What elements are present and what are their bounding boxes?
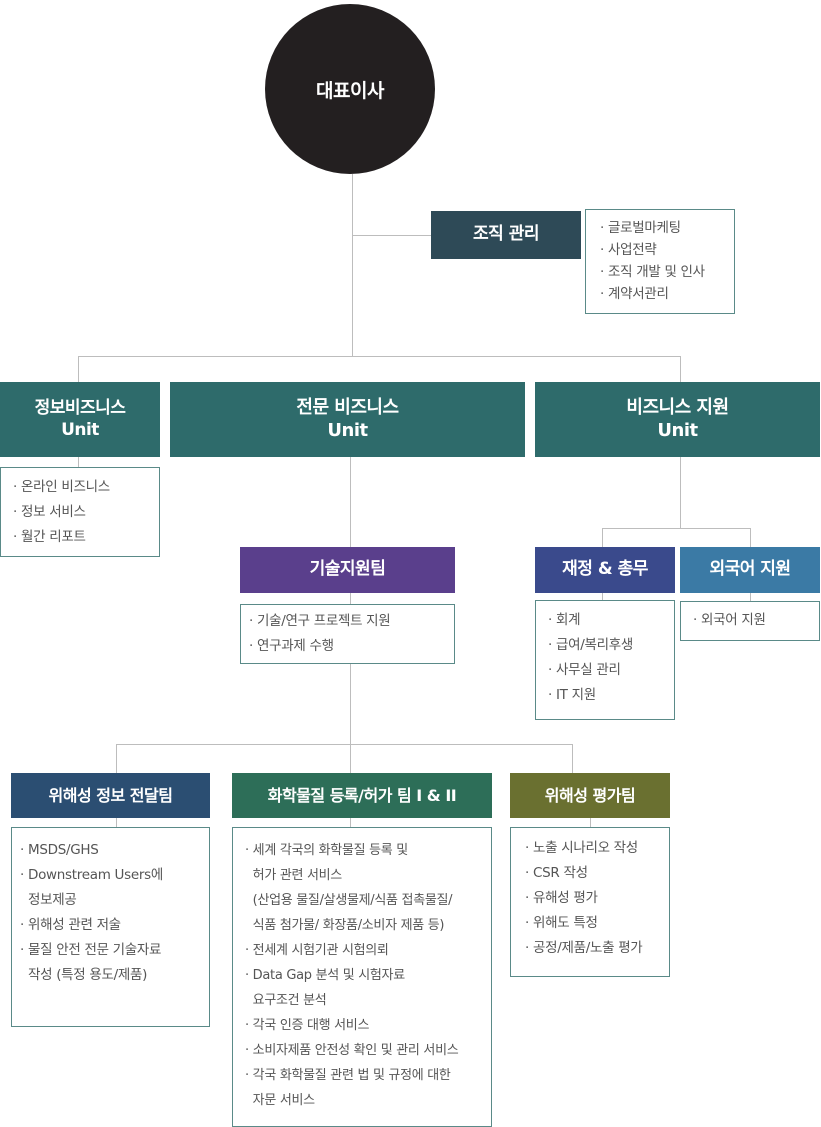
- tech-support-items: 기술/연구 프로젝트 지원연구과제 수행: [240, 604, 455, 664]
- business-support-title-line2: Unit: [657, 419, 698, 441]
- connector-support-bar: [602, 528, 751, 529]
- ceo-label: 대표이사: [316, 79, 384, 102]
- hazard-comm-items: MSDS/GHSDownstream Users에정보제공위해성 관련 저술물질…: [11, 827, 210, 1027]
- list-item: 월간 리포트: [13, 525, 159, 550]
- tech-support-header: 기술지원팀: [240, 547, 455, 593]
- list-item: IT 지원: [548, 683, 674, 708]
- org-management-items: 글로벌마케팅사업전략조직 개발 및 인사계약서관리: [585, 209, 735, 314]
- list-item: 기술/연구 프로젝트 지원: [249, 609, 454, 634]
- connector-unit-info: [78, 356, 79, 383]
- tech-support-title: 기술지원팀: [309, 559, 386, 580]
- foreign-language-items: 외국어 지원: [680, 601, 820, 641]
- hazard-eval-items: 노출 시나리오 작성CSR 작성유해성 평가위해도 특정공정/제품/노출 평가: [510, 827, 670, 977]
- list-item: Data Gap 분석 및 시험자료: [245, 963, 491, 988]
- list-item: 허가 관련 서비스: [252, 868, 343, 883]
- connector-hazard-eval-items: [590, 817, 591, 827]
- list-item: MSDS/GHS: [20, 838, 209, 863]
- list-item: 계약서관리: [600, 283, 734, 305]
- connector-units-bar: [78, 356, 681, 357]
- list-item: 정보 서비스: [13, 500, 159, 525]
- list-item: 자문 서비스: [252, 1093, 315, 1108]
- connector-teams-bar: [116, 744, 573, 745]
- list-item: Downstream Users에: [20, 863, 209, 888]
- connector-hazard-comm-items: [116, 817, 117, 827]
- foreign-language-header: 외국어 지원: [680, 547, 820, 593]
- org-management-header: 조직 관리: [431, 211, 581, 259]
- business-support-title-line1: 비즈니스 지원: [626, 397, 729, 418]
- connector-support-trunk: [680, 456, 681, 528]
- list-item: 각국 화학물질 관련 법 및 규정에 대한: [245, 1063, 491, 1088]
- list-item: 외국어 지원: [693, 608, 819, 633]
- finance-items: 회계급여/복리후생사무실 관리IT 지원: [535, 600, 675, 720]
- list-item: 세계 각국의 화학물질 등록 및: [245, 838, 491, 863]
- hazard-comm-title: 위해성 정보 전달팀: [48, 785, 173, 805]
- pro-business-title-line2: Unit: [327, 419, 368, 441]
- list-item: 식품 첨가물/ 화장품/소비자 제품 등): [252, 918, 445, 933]
- list-item: 소비자제품 안전성 확인 및 관리 서비스: [245, 1038, 491, 1063]
- list-item: CSR 작성: [525, 861, 669, 886]
- connector-foreign: [750, 528, 751, 548]
- connector-finance: [602, 528, 603, 548]
- connector-unit-support: [680, 356, 681, 383]
- chem-reg-items: 세계 각국의 화학물질 등록 및허가 관련 서비스 (산업용 물질/살생물제/식품…: [232, 827, 492, 1127]
- list-item: (산업용 물질/살생물제/식품 접촉물질/: [252, 893, 453, 908]
- list-item: 사업전략: [600, 239, 734, 261]
- ceo-node: 대표이사: [265, 4, 435, 174]
- list-item: 정보제공: [27, 892, 77, 908]
- finance-title: 재정 & 총무: [562, 559, 648, 580]
- list-item: 물질 안전 전문 기술자료: [20, 938, 209, 963]
- business-support-unit-header: 비즈니스 지원 Unit: [535, 382, 820, 457]
- connector-chem-reg-items: [350, 817, 351, 827]
- list-item: 요구조건 분석: [252, 993, 327, 1008]
- list-item: 조직 개발 및 인사: [600, 261, 734, 283]
- list-item: 유해성 평가: [525, 886, 669, 911]
- hazard-eval-header: 위해성 평가팀: [510, 773, 670, 818]
- info-business-unit-header: 정보비즈니스 Unit: [0, 382, 160, 457]
- list-item: 각국 인증 대행 서비스: [245, 1013, 491, 1038]
- hazard-comm-header: 위해성 정보 전달팀: [11, 773, 210, 818]
- list-item: 사무실 관리: [548, 658, 674, 683]
- connector-foreign-items: [750, 592, 751, 601]
- list-item: 급여/복리후생: [548, 633, 674, 658]
- org-management-title: 조직 관리: [473, 224, 539, 245]
- list-item: 회계: [548, 608, 674, 633]
- connector-team-hazard-comm: [116, 744, 117, 774]
- connector-org-branch: [352, 235, 432, 236]
- list-item: 노출 시나리오 작성: [525, 836, 669, 861]
- info-business-title-line1: 정보비즈니스: [34, 398, 126, 419]
- foreign-language-title: 외국어 지원: [709, 559, 791, 580]
- chem-reg-header: 화학물질 등록/허가 팀 I & II: [232, 773, 492, 818]
- connector-ceo-trunk: [352, 174, 353, 356]
- list-item: 글로벌마케팅: [600, 217, 734, 239]
- chem-reg-title: 화학물질 등록/허가 팀 I & II: [267, 785, 457, 805]
- list-item: 공정/제품/노출 평가: [525, 936, 669, 961]
- hazard-eval-title: 위해성 평가팀: [544, 785, 636, 805]
- list-item: 온라인 비즈니스: [13, 475, 159, 500]
- connector-pro-trunk: [350, 456, 351, 548]
- list-item: 위해성 관련 저술: [20, 913, 209, 938]
- list-item: 작성 (특정 용도/제품): [27, 967, 148, 983]
- connector-tech-down: [350, 663, 351, 774]
- info-business-items: 온라인 비즈니스정보 서비스월간 리포트: [0, 467, 160, 557]
- connector-finance-items: [602, 592, 603, 600]
- finance-header: 재정 & 총무: [535, 547, 675, 593]
- connector-info-items: [78, 456, 79, 468]
- list-item: 연구과제 수행: [249, 634, 454, 659]
- connector-tech-items: [350, 592, 351, 605]
- info-business-title-line2: Unit: [61, 419, 99, 440]
- list-item: 전세계 시험기관 시험의뢰: [245, 938, 491, 963]
- connector-team-hazard-eval: [572, 744, 573, 774]
- pro-business-unit-header: 전문 비즈니스 Unit: [170, 382, 525, 457]
- list-item: 위해도 특정: [525, 911, 669, 936]
- pro-business-title-line1: 전문 비즈니스: [296, 397, 399, 418]
